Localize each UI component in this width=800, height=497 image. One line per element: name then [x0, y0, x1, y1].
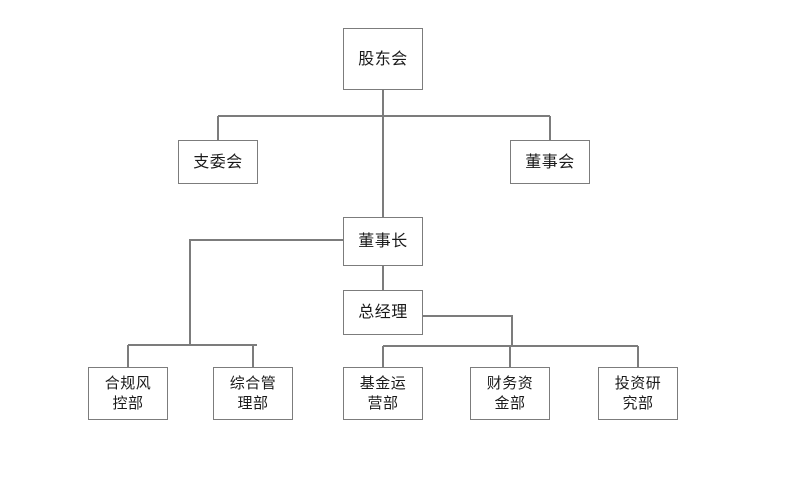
node-finance-treasury-dept-label: 财务资 金部 [486, 374, 534, 412]
edge-gm-right-branch [423, 315, 513, 346]
node-fund-operations-dept-label: 基金运 营部 [359, 374, 407, 412]
node-shareholders[interactable]: 股东会 [343, 28, 423, 90]
node-general-manager-label: 总经理 [358, 302, 408, 322]
node-compliance-risk-control-dept-label: 合规风 控部 [104, 374, 152, 412]
node-party-branch-committee-label: 支委会 [193, 151, 243, 171]
node-finance-treasury-dept[interactable]: 财务资 金部 [470, 367, 550, 420]
node-shareholders-label: 股东会 [358, 48, 408, 68]
node-compliance-risk-control-dept[interactable]: 合规风 控部 [88, 367, 168, 420]
node-party-branch-committee[interactable]: 支委会 [178, 140, 258, 184]
node-fund-operations-dept[interactable]: 基金运 营部 [343, 367, 423, 420]
node-chairman-label: 董事长 [358, 231, 408, 251]
edge-chairman-left-branch [189, 239, 343, 345]
node-general-administration-dept[interactable]: 综合管 理部 [213, 367, 293, 420]
node-general-manager[interactable]: 总经理 [343, 290, 423, 335]
node-investment-research-dept[interactable]: 投资研 究部 [598, 367, 678, 420]
node-board-of-directors-label: 董事会 [525, 151, 575, 171]
node-investment-research-dept-label: 投资研 究部 [614, 374, 662, 412]
node-general-administration-dept-label: 综合管 理部 [229, 374, 277, 412]
node-board-of-directors[interactable]: 董事会 [510, 140, 590, 184]
node-chairman[interactable]: 董事长 [343, 217, 423, 266]
